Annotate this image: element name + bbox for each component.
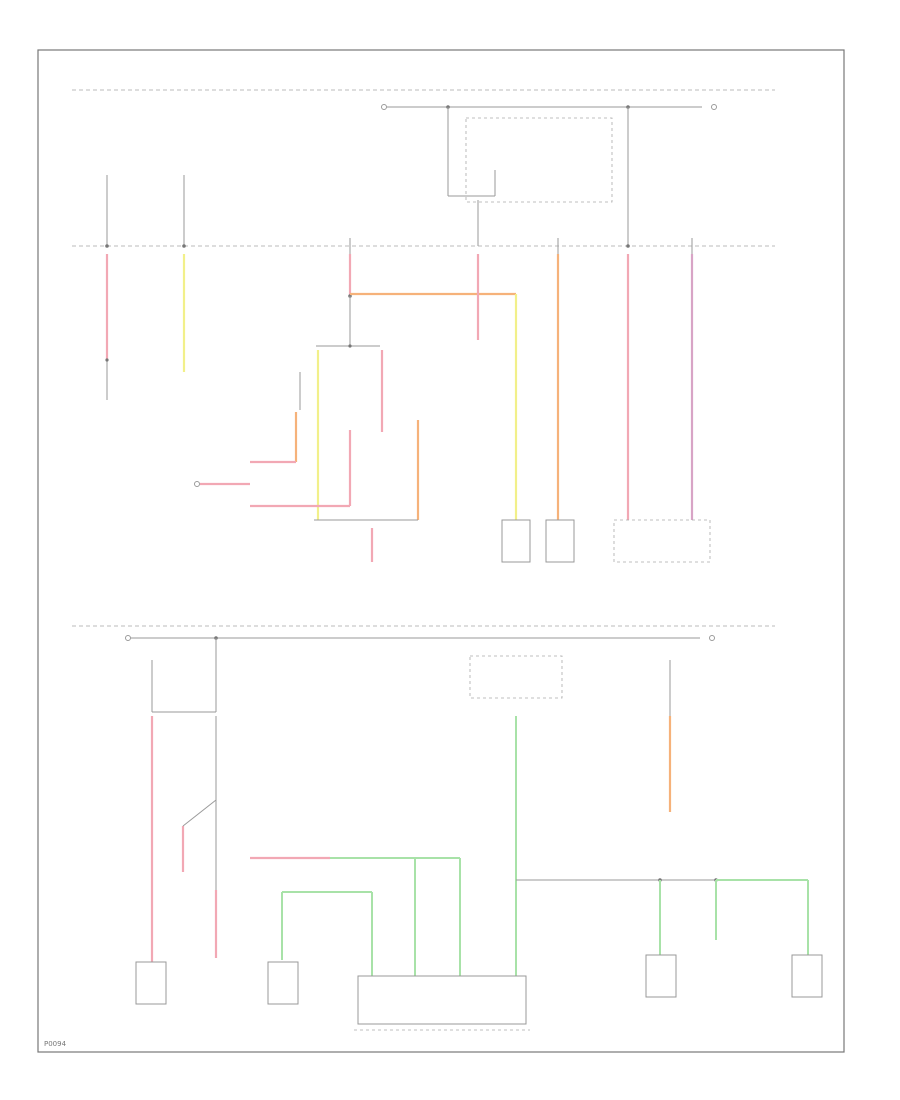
connector-b: [545, 519, 575, 563]
top-feed: [381, 104, 717, 248]
upper-section: [72, 89, 775, 563]
diagram-frame: [37, 49, 845, 1053]
relay-box: [465, 117, 613, 203]
connector-f: [645, 954, 677, 998]
lower-section: [72, 625, 823, 1031]
connector-a: [501, 519, 531, 563]
connector-d: [135, 961, 167, 1005]
left-fuses: [105, 175, 693, 254]
electronic-module-box: [469, 655, 563, 699]
connector-g: [791, 954, 823, 998]
module-large: [357, 975, 527, 1025]
connector-c: [613, 519, 711, 563]
connector-e: [267, 961, 299, 1005]
figure-code: P0094: [44, 1040, 67, 1048]
